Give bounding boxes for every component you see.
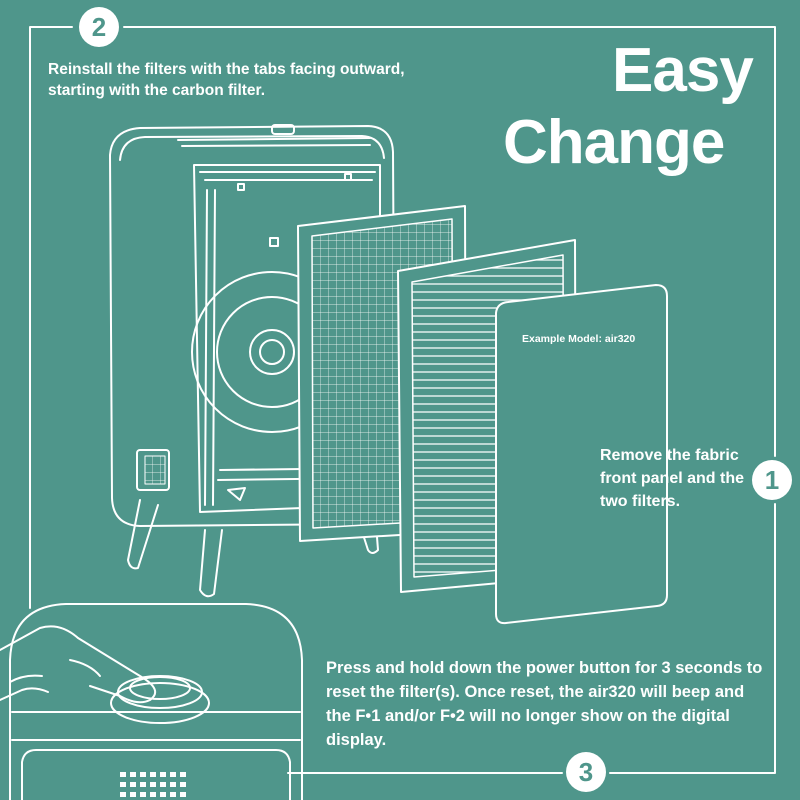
step-2-instructions: Reinstall the filters with the tabs faci… <box>48 61 405 99</box>
display-dots <box>120 772 186 797</box>
fabric-front-panel-icon <box>495 284 668 625</box>
step-2-badge: 2 <box>79 7 119 47</box>
page-title-line2: Change <box>503 108 725 177</box>
purifier-legs <box>127 499 379 598</box>
step-1-badge: 1 <box>752 460 792 500</box>
step-3-badge: 3 <box>566 752 606 792</box>
page-title-line1: Easy <box>612 36 754 105</box>
outline-frame <box>29 26 776 774</box>
finger-pressing-power-button-icon <box>0 625 157 704</box>
step-3-instructions: Press and hold down the power button for… <box>326 659 763 749</box>
power-button-inset <box>0 603 303 800</box>
model-label: Example Model: air320 <box>522 333 636 345</box>
step-1-instructions: Remove the fabric front panel and the tw… <box>600 447 744 510</box>
